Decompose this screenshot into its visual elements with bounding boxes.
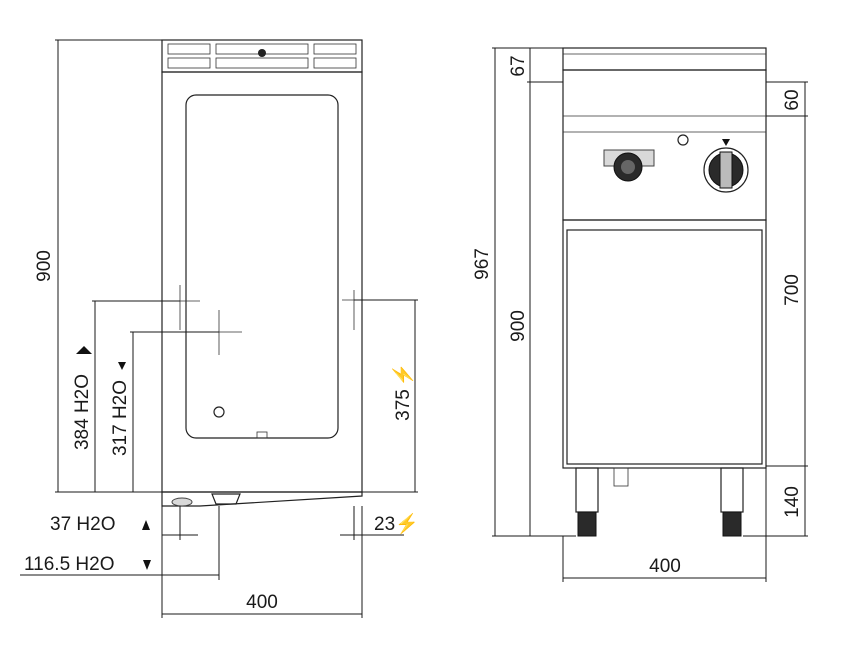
appliance-body	[161, 71, 363, 493]
top-knob-icon	[258, 49, 266, 57]
tank-outline	[185, 94, 339, 439]
arrow-up-icon-2	[142, 520, 150, 530]
drain-port-icon	[213, 406, 225, 418]
left-side-view	[20, 39, 418, 618]
dim-drain-offset: 116.5 H2O	[24, 554, 114, 575]
base-foot-icon	[171, 497, 193, 507]
electric-symbol-icon-2: ⚡	[395, 512, 419, 535]
dim-water-inlet-height: 384 H2O	[72, 374, 93, 450]
dim-left-width: 400	[246, 592, 278, 613]
right-leg-icon	[720, 467, 744, 537]
control-panel	[562, 69, 767, 221]
base-plinth	[161, 491, 363, 507]
dim-cabinet-height: 700	[782, 274, 803, 306]
cabinet-frame	[562, 219, 767, 469]
dim-water-inlet-offset: 37 H2O	[50, 514, 115, 535]
connection-crosshairs	[160, 285, 366, 355]
dim-right-height: 900	[508, 310, 529, 342]
dim-drain-height: 317 H2O	[110, 380, 131, 456]
dim-panel-gap: 60	[782, 89, 803, 110]
base-outlet-icon	[211, 493, 241, 505]
dim-electric-height: 375	[393, 389, 414, 421]
arrow-down-icon-2	[143, 560, 151, 570]
cabinet-door	[566, 229, 763, 465]
thermostat-knob-icon	[603, 149, 655, 182]
dim-right-width: 400	[649, 556, 681, 577]
dim-left-height: 900	[34, 250, 55, 282]
right-front-view	[492, 47, 808, 582]
left-leg-icon	[575, 467, 599, 537]
left-dimension-lines	[20, 39, 418, 618]
rear-foot	[613, 467, 629, 487]
right-dimension-lines	[492, 47, 808, 582]
pilot-light-icon	[677, 134, 689, 146]
arrow-down-icon	[118, 362, 126, 370]
dim-total-height: 967	[472, 248, 493, 280]
top-plate	[562, 47, 767, 71]
electric-symbol-icon: ⚡	[391, 363, 414, 387]
dim-legs-height: 140	[782, 486, 803, 518]
arrow-up-icon	[76, 346, 92, 354]
control-knob-icon	[703, 139, 749, 193]
dim-electric-offset: 23	[374, 514, 395, 535]
tank-bottom-tab	[256, 431, 268, 439]
dim-top-edge: 67	[508, 55, 529, 76]
